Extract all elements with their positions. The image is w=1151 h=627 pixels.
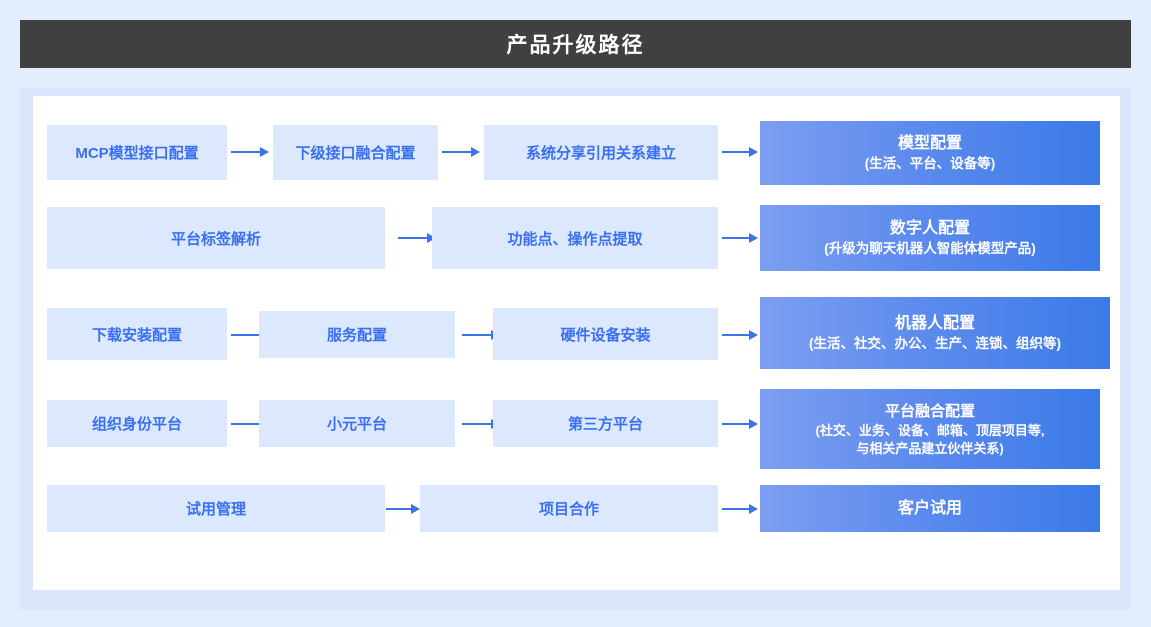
arrow-head-icon	[427, 233, 436, 243]
flow-arrow-row1-3	[722, 145, 758, 159]
flow-outcome-title: 模型配置	[897, 135, 962, 153]
flow-node-label: 硬件设备安装	[560, 326, 651, 344]
flow-arrow-row2-2	[722, 231, 758, 245]
flow-outcome-row5[interactable]: 客户试用	[760, 485, 1100, 532]
flow-node-row1-step2[interactable]: 下级接口融合配置	[273, 125, 438, 180]
flow-arrow-row4-3	[722, 417, 758, 431]
flow-node-row4-step3[interactable]: 第三方平台	[493, 400, 718, 447]
flow-node-label: MCP模型接口配置	[75, 145, 199, 162]
flow-node-row4-step1[interactable]: 组织身份平台	[47, 400, 227, 447]
arrow-head-icon	[749, 233, 758, 243]
flow-arrow-row1-1	[231, 145, 269, 159]
flow-node-row5-step1[interactable]: 试用管理	[47, 485, 385, 532]
flow-node-label: 功能点、操作点提取	[507, 230, 643, 248]
flow-outcome-subtitle: (生活、平台、设备等)	[864, 156, 996, 172]
page-title-bar: 产品升级路径	[20, 20, 1131, 68]
arrow-shaft	[231, 151, 260, 153]
arrow-head-icon	[749, 147, 758, 157]
flow-arrow-row1-2	[442, 145, 480, 159]
flow-node-row3-step1[interactable]: 下载安装配置	[47, 308, 227, 360]
flow-outcome-title: 数字人配置	[889, 220, 970, 238]
flow-outcome-row4[interactable]: 平台融合配置 (社交、业务、设备、邮箱、顶层项目等, 与相关产品建立伙伴关系)	[760, 389, 1100, 469]
flow-outcome-subtitle-line1: (社交、业务、设备、邮箱、顶层项目等,	[815, 423, 1045, 439]
arrow-shaft	[722, 334, 749, 336]
flow-node-label: 试用管理	[185, 501, 246, 518]
arrow-shaft	[722, 508, 749, 510]
flow-node-label: 系统分享引用关系建立	[525, 145, 676, 162]
arrow-head-icon	[749, 504, 758, 514]
flow-arrow-row2-1	[398, 231, 436, 245]
arrow-shaft	[398, 237, 427, 239]
flow-arrow-row5-1	[386, 502, 420, 516]
flow-node-row3-step3[interactable]: 硬件设备安装	[493, 308, 718, 360]
arrow-shaft	[442, 151, 471, 153]
flow-outcome-row1[interactable]: 模型配置 (生活、平台、设备等)	[760, 121, 1100, 185]
arrow-head-icon	[260, 147, 269, 157]
arrow-shaft	[462, 423, 491, 425]
arrow-shaft	[722, 237, 749, 239]
flow-node-label: 小元平台	[326, 416, 387, 433]
flow-node-row5-step2[interactable]: 项目合作	[420, 485, 718, 532]
flow-arrow-row3-3	[722, 328, 758, 342]
flow-outcome-row3[interactable]: 机器人配置 (生活、社交、办公、生产、连锁、组织等)	[760, 297, 1110, 369]
flow-outcome-subtitle-line2: 与相关产品建立伙伴关系)	[856, 440, 1004, 456]
arrow-shaft	[462, 334, 491, 336]
arrow-head-icon	[749, 419, 758, 429]
flow-node-row3-step2[interactable]: 服务配置	[259, 311, 455, 358]
page-title: 产品升级路径	[506, 34, 645, 57]
flow-node-row4-step2[interactable]: 小元平台	[259, 400, 455, 447]
flow-node-label: 组织身份平台	[91, 416, 182, 433]
arrow-head-icon	[471, 147, 480, 157]
flow-node-row2-step2[interactable]: 功能点、操作点提取	[432, 207, 718, 269]
flow-node-label: 服务配置	[326, 327, 387, 344]
arrow-head-icon	[411, 504, 420, 514]
arrow-head-icon	[749, 330, 758, 340]
flow-node-row1-step3[interactable]: 系统分享引用关系建立	[484, 125, 718, 180]
flow-outcome-subtitle: (生活、社交、办公、生产、连锁、组织等)	[809, 336, 1061, 352]
flow-node-label: 项目合作	[538, 501, 599, 518]
flow-outcome-title: 平台融合配置	[884, 402, 975, 420]
flow-node-label: 第三方平台	[567, 416, 643, 433]
flow-node-label: 平台标签解析	[170, 230, 261, 248]
flow-outcome-row2[interactable]: 数字人配置 (升级为聊天机器人智能体模型产品)	[760, 205, 1100, 271]
arrow-shaft	[231, 334, 260, 336]
flow-node-row1-step1[interactable]: MCP模型接口配置	[47, 125, 227, 180]
flow-outcome-title: 机器人配置	[894, 315, 975, 333]
flow-node-label: 下载安装配置	[91, 326, 182, 344]
flow-arrow-row5-2	[722, 502, 758, 516]
arrow-shaft	[386, 508, 411, 510]
flow-node-label: 下级接口融合配置	[295, 145, 416, 162]
flow-outcome-title: 客户试用	[897, 499, 962, 517]
flow-outcome-subtitle: (升级为聊天机器人智能体模型产品)	[824, 241, 1036, 257]
flow-node-row2-step1[interactable]: 平台标签解析	[47, 207, 385, 269]
arrow-shaft	[231, 423, 260, 425]
arrow-shaft	[722, 151, 749, 153]
arrow-shaft	[722, 423, 749, 425]
